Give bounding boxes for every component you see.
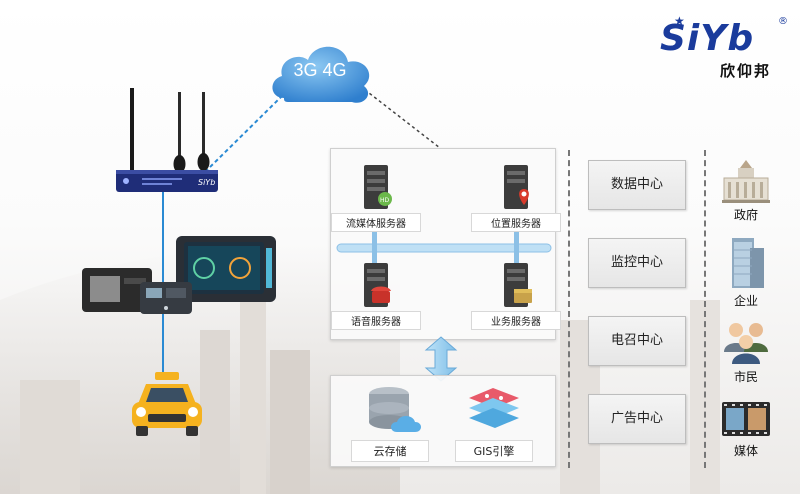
people-icon	[724, 323, 768, 364]
storage-label: GIS引擎	[455, 440, 533, 462]
gis-engine-icon	[469, 388, 519, 428]
entity-label: 企业	[733, 294, 758, 308]
vehicle-terminal-devices	[82, 236, 276, 314]
server-label: 语音服务器	[331, 311, 421, 330]
film-media-icon	[722, 402, 770, 436]
office-tower-icon	[732, 238, 764, 288]
entity-government: 政府	[714, 156, 778, 223]
monitoring-center-box: 监控中心	[588, 238, 686, 288]
voice-server-icon	[364, 263, 391, 307]
cloud-icon	[272, 46, 370, 103]
entity-label: 市民	[733, 370, 758, 384]
star-icon: ★	[674, 14, 685, 28]
storage-panel: 云存储 GIS引擎	[330, 375, 556, 467]
entity-media: 媒体	[714, 398, 778, 459]
entity-label: 媒体	[733, 444, 758, 458]
advertising-center-box: 广告中心	[588, 394, 686, 444]
separator-line	[704, 150, 706, 468]
entity-citizens: 市民	[714, 318, 778, 385]
server-business: 业务服务器	[471, 261, 561, 330]
server-panel: HD 流媒体服务器 位置服务器 语音服务器 业	[330, 148, 561, 340]
server-location: 位置服务器	[471, 163, 561, 232]
dispatch-center-box: 电召中心	[588, 316, 686, 366]
server-label: 流媒体服务器	[331, 213, 421, 232]
storage-label: 云存储	[351, 440, 429, 462]
government-building-icon	[722, 160, 770, 203]
server-label: 位置服务器	[471, 213, 561, 232]
router-device: SiYb	[116, 88, 218, 192]
server-label: 业务服务器	[471, 311, 561, 330]
entity-enterprise: 企业	[714, 234, 778, 309]
streaming-server-icon: HD	[364, 165, 392, 209]
network-label: 3G 4G	[293, 60, 347, 80]
server-bus	[336, 227, 552, 271]
company-logo: ★ SiYb ® 欣仰邦	[660, 14, 792, 80]
entity-label: 政府	[733, 208, 758, 222]
separator-line	[568, 150, 570, 468]
server-voice: 语音服务器	[331, 261, 421, 330]
business-server-icon	[504, 263, 532, 307]
logo-brand-text: SiYb	[660, 18, 755, 59]
cloud-storage-icon	[369, 387, 421, 432]
registered-mark: ®	[778, 16, 788, 27]
svg-text:HD: HD	[380, 197, 390, 204]
taxi-icon	[132, 372, 202, 436]
router-brand: SiYb	[198, 178, 215, 187]
server-streaming: HD 流媒体服务器	[331, 163, 421, 232]
location-server-icon	[504, 165, 529, 209]
data-center-box: 数据中心	[588, 160, 686, 210]
logo-chinese-name: 欣仰邦	[720, 62, 772, 80]
